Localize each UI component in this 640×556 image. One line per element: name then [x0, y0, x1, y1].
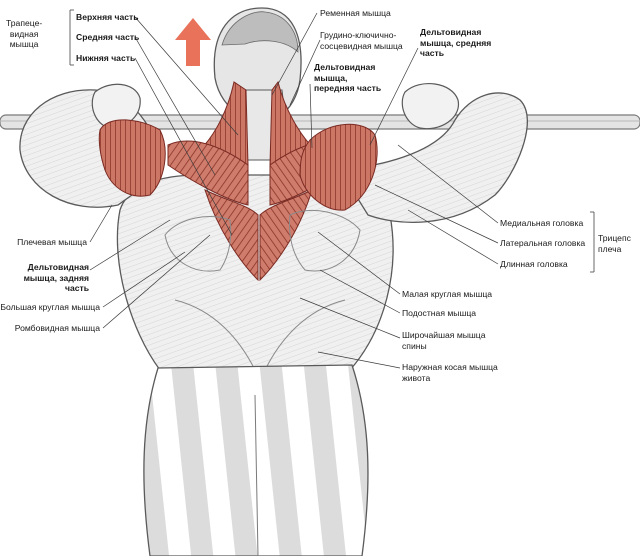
- label-teres-major: Большая круглая мышца: [0, 302, 100, 312]
- label-external-oblique-line2: живота: [402, 372, 431, 383]
- label-deltoid-rear-line2: мышца, задняя: [23, 272, 89, 283]
- label-trapezius: Трапеце- видная мышца: [6, 18, 42, 50]
- label-deltoid-middle: Дельтовидная мышца, средняя часть: [420, 27, 491, 59]
- label-deltoid-middle-line2: мышца, средняя: [420, 37, 492, 48]
- label-infraspinatus: Подостная мышца: [402, 308, 477, 318]
- label-medial-head: Медиальная головка: [500, 218, 584, 228]
- infraspinatus-outline: [289, 209, 361, 272]
- label-scm-line2: сосцевидная мышца: [320, 40, 403, 51]
- label-splenius: Ременная мышца: [320, 8, 391, 18]
- label-lats: Широчайшая мышца спины: [402, 330, 486, 351]
- label-trapezius-line2: видная: [9, 28, 39, 39]
- label-deltoid-rear: Дельтовидная мышца, задняя часть: [24, 262, 89, 294]
- label-brachialis: Плечевая мышца: [17, 237, 87, 247]
- label-middle-part: Средняя часть: [76, 32, 140, 42]
- right-hand: [401, 83, 460, 130]
- label-deltoid-front-line2: мышца,: [314, 72, 348, 83]
- label-long-head: Длинная головка: [500, 259, 568, 269]
- trapezius-middle: [167, 140, 249, 206]
- leader-lines: [89, 12, 499, 369]
- triceps-bracket: [590, 211, 595, 273]
- label-deltoid-rear-line3: часть: [64, 283, 89, 293]
- lats-outline: [174, 299, 346, 371]
- label-deltoid-front-line3: передняя часть: [314, 83, 382, 93]
- label-deltoid-front-line1: Дельтовидная: [314, 62, 376, 72]
- deltoid-left: [98, 119, 166, 197]
- left-hand: [91, 83, 141, 129]
- label-triceps: Трицепс плеча: [598, 233, 631, 254]
- label-upper-part: Верхняя часть: [76, 12, 139, 22]
- label-deltoid-front: Дельтовидная мышца, передняя часть: [314, 62, 381, 94]
- label-deltoid-middle-line3: часть: [420, 48, 445, 58]
- label-scm: Грудино-ключично- сосцевидная мышца: [320, 30, 403, 51]
- label-rhomboid: Ромбовидная мышца: [14, 323, 100, 333]
- label-teres-minor: Малая круглая мышца: [402, 289, 493, 299]
- label-triceps-line1: Трицепс: [598, 233, 631, 243]
- deltoid-right: [299, 123, 378, 211]
- label-trapezius-line1: Трапеце-: [6, 18, 43, 28]
- label-lats-line2: спины: [402, 340, 427, 351]
- up-arrow-icon: [175, 18, 211, 66]
- trapezius-bracket: [69, 9, 74, 66]
- trapezius-lower: [204, 189, 259, 282]
- label-lower-part: Нижняя часть: [76, 53, 136, 63]
- label-deltoid-rear-line1: Дельтовидная: [27, 262, 89, 272]
- label-triceps-line2: плеча: [598, 243, 622, 254]
- human-back-figure: [19, 7, 528, 556]
- label-lateral-head: Латеральная головка: [500, 238, 586, 248]
- label-deltoid-middle-line1: Дельтовидная: [420, 27, 482, 37]
- label-scm-line1: Грудино-ключично-: [320, 30, 397, 40]
- label-lats-line1: Широчайшая мышца: [402, 330, 486, 340]
- label-external-oblique: Наружная косая мышца живота: [402, 362, 498, 383]
- label-trapezius-line3: мышца: [9, 39, 39, 49]
- label-external-oblique-line1: Наружная косая мышца: [402, 362, 498, 372]
- right-arm: [338, 92, 528, 224]
